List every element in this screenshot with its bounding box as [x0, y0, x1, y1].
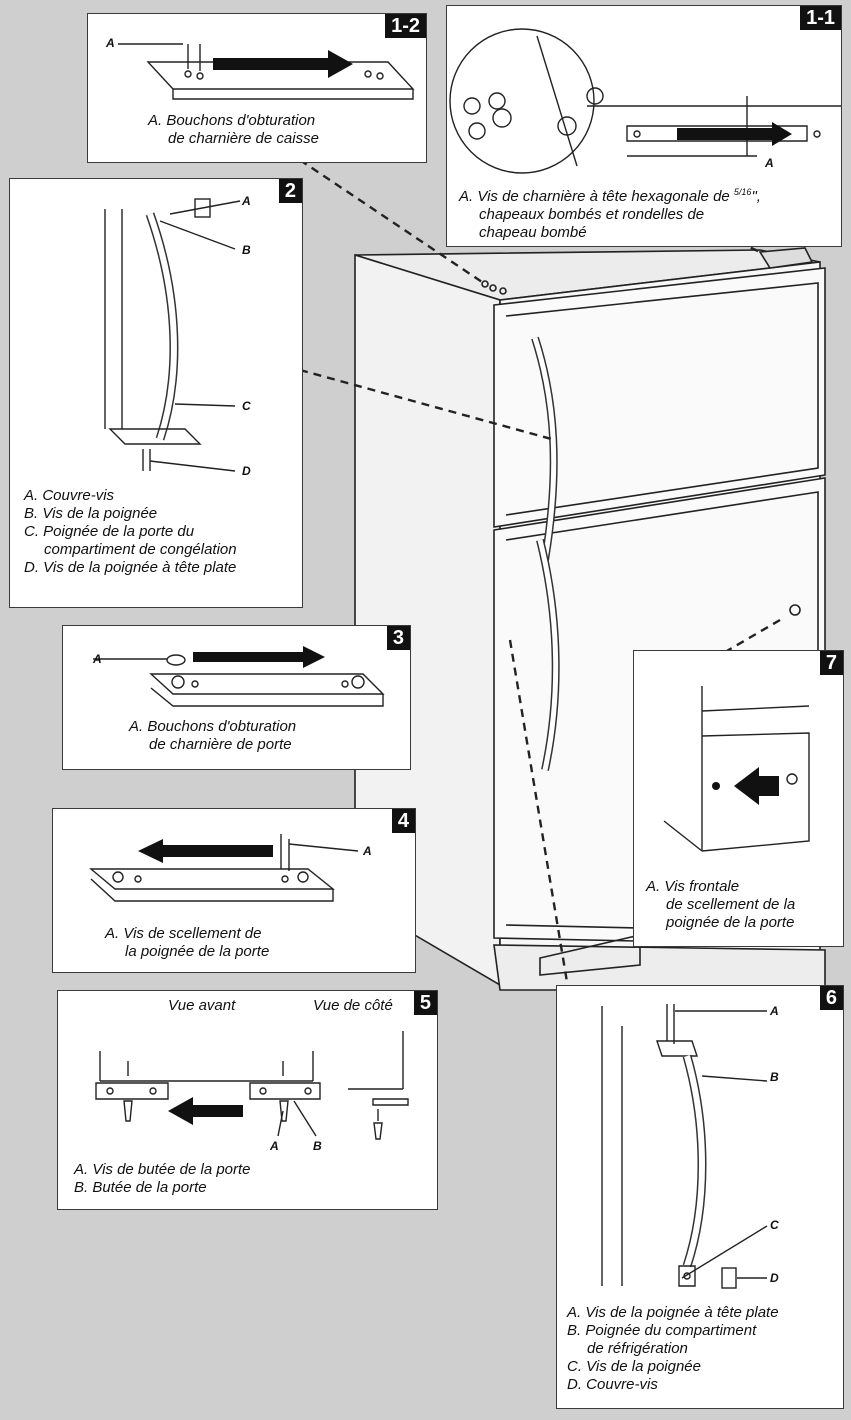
step-badge: 1-1 [800, 6, 841, 30]
label-a: A [93, 652, 102, 666]
step-badge: 1-2 [385, 14, 426, 38]
panel-7: A. Vis frontale de scellement de la poig… [633, 650, 844, 947]
front-seal-screw-drawing [663, 686, 810, 852]
panel-6: A B C D A. Vis de la poignée à tête plat… [556, 985, 844, 1409]
caption: A. Vis de scellement de la poignée de la… [105, 925, 270, 960]
door-seal-screw-drawing [89, 834, 359, 902]
label-a: A [270, 1139, 279, 1153]
view-side-label: Vue de côté [313, 997, 393, 1014]
caption: A. Bouchons d'obturation de charnière de… [129, 718, 297, 753]
label-c: C [770, 1218, 779, 1232]
step-badge: 4 [391, 809, 415, 833]
caption: A. Couvre-vis B. Vis de la poignée C. Po… [24, 487, 237, 576]
step-badge: 6 [819, 986, 843, 1010]
caption: A. Vis de butée de la porte B. Butée de … [74, 1161, 251, 1196]
caption: A. Bouchons d'obturation de charnière de… [148, 112, 319, 147]
door-hinge-plug-drawing [93, 646, 385, 707]
freezer-handle-drawing [104, 198, 241, 472]
label-b: B [313, 1139, 322, 1153]
door-stop-drawing [95, 1031, 409, 1140]
panel-4: A A. Vis de scellement de la poignée de … [52, 808, 416, 973]
label-d: D [242, 464, 251, 478]
view-front-label: Vue avant [168, 997, 236, 1014]
panel-1-1: A A. Vis de charnière à tête hexagonale … [446, 5, 842, 247]
label-a: A [106, 36, 115, 50]
label-a: A [765, 156, 774, 170]
refrigerator-handle-drawing [601, 1004, 768, 1289]
step-badge: 2 [278, 179, 302, 203]
label-d: D [770, 1271, 779, 1285]
panel-3: A A. Bouchons d'obturation de charnière … [62, 625, 411, 770]
panel-1-2: A A. Bouchons d'obturation de charnière … [87, 13, 427, 163]
label-a: A [363, 844, 372, 858]
hinge-screws-drawing [449, 28, 841, 174]
panel-2: A B C D A. Couvre-vis B. Vis de la poign… [9, 178, 303, 608]
panel-5: Vue avant Vue de côté A B A. Vis de buté… [57, 990, 438, 1210]
caption: A. Vis de la poignée à tête plate B. Poi… [567, 1304, 779, 1393]
label-b: B [242, 243, 251, 257]
step-badge: 7 [819, 651, 843, 675]
caption: A. Vis frontale de scellement de la poig… [646, 878, 796, 931]
step-badge: 5 [413, 991, 437, 1015]
label-a: A [242, 194, 251, 208]
cabinet-top-hinge-drawing [118, 43, 415, 100]
step-badge: 3 [386, 626, 410, 650]
label-a: A [770, 1004, 779, 1018]
label-b: B [770, 1070, 779, 1084]
caption: A. Vis de charnière à tête hexagonale de… [459, 187, 761, 241]
label-c: C [242, 399, 251, 413]
